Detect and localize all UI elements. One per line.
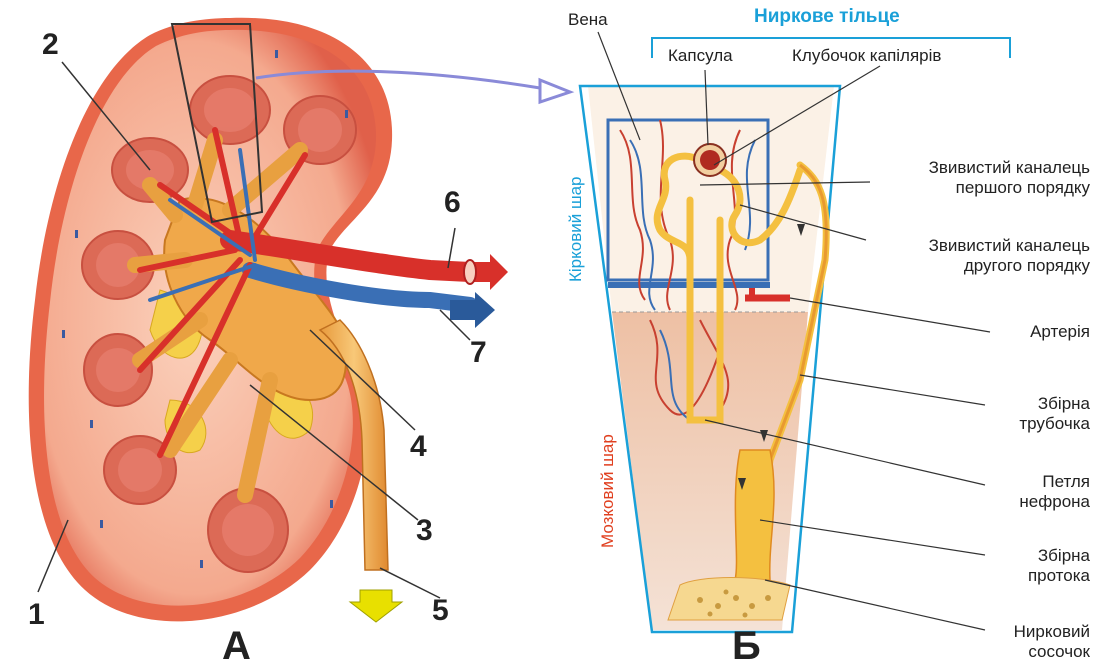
label-1: 1	[28, 598, 45, 632]
medulla-label: Мозковий шар	[598, 434, 618, 548]
label-5: 5	[432, 594, 449, 628]
label-6: 6	[444, 186, 461, 220]
renal-papilla	[668, 578, 790, 621]
capsule-label: Капсула	[668, 46, 733, 66]
corpuscle-title: Ниркове тільце	[754, 6, 900, 28]
glomerulus-label: Клубочок капілярів	[792, 46, 941, 66]
nephron-illustration	[580, 32, 1010, 632]
panel-a-letter: А	[222, 624, 251, 669]
cortex-label: Кірковий шар	[566, 176, 586, 282]
vena-label: Вена	[568, 10, 608, 30]
label-4: 4	[410, 430, 427, 464]
leader-papilla	[765, 580, 985, 630]
label-3: 3	[416, 514, 433, 548]
artery-label: Артерія	[960, 322, 1090, 342]
panel-b-letter: Б	[732, 624, 761, 669]
leader-duct	[760, 520, 985, 555]
collecting-duct	[735, 450, 774, 580]
leader-collecting-tube	[800, 375, 985, 405]
label-2: 2	[42, 28, 59, 62]
urine-outflow-arrow	[350, 590, 402, 622]
label-7: 7	[470, 336, 487, 370]
glomerulus	[700, 150, 720, 170]
